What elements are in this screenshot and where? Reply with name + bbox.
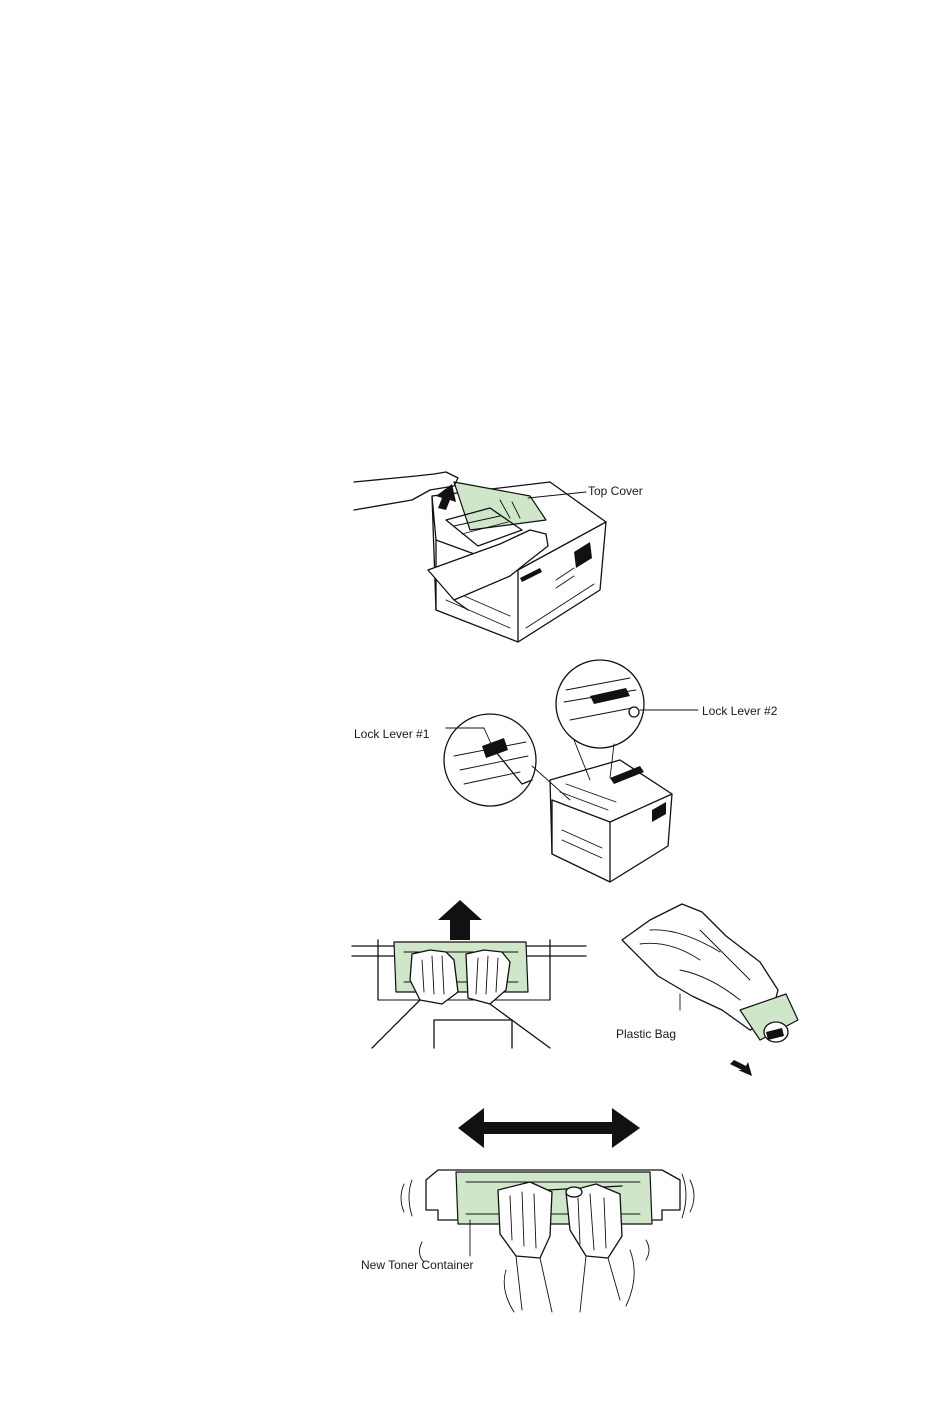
remove-up-arrow bbox=[438, 900, 482, 940]
new-toner-callout: New Toner Container bbox=[361, 1258, 474, 1272]
shake-double-arrow bbox=[458, 1108, 640, 1148]
lock-lever-2-callout: Lock Lever #2 bbox=[702, 704, 777, 718]
left-hand-shaking bbox=[498, 1182, 552, 1258]
figure-lock-levers bbox=[440, 660, 690, 890]
insert-arrow bbox=[730, 1060, 752, 1076]
figure-shake-toner bbox=[390, 1100, 720, 1320]
left-hand bbox=[410, 950, 458, 1004]
figure-plastic-bag bbox=[610, 900, 810, 1080]
figure-remove-container bbox=[350, 900, 590, 1050]
top-cover-callout: Top Cover bbox=[588, 484, 643, 498]
lock-lever-1-callout: Lock Lever #1 bbox=[354, 727, 429, 741]
zoom-circle-lock-lever-2 bbox=[556, 660, 644, 748]
plastic-bag-callout: Plastic Bag bbox=[616, 1027, 676, 1041]
new-toner-container-body bbox=[456, 1172, 652, 1224]
